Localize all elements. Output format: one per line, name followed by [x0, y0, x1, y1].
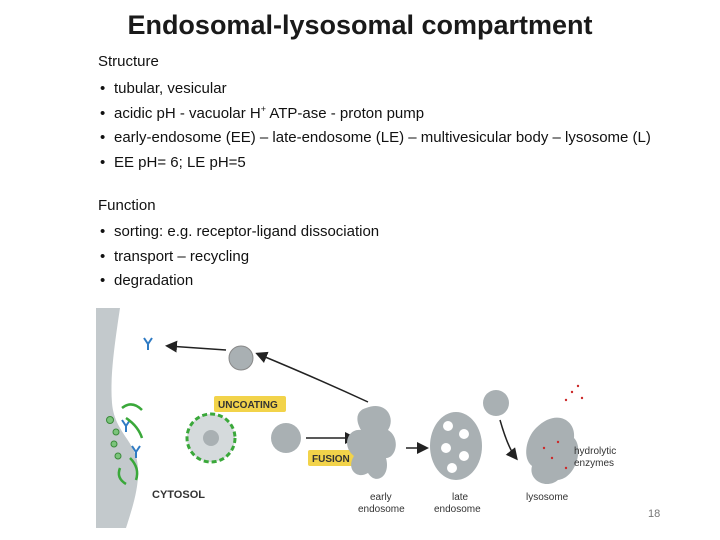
structure-bullet-4: EE pH= 6; LE pH=5: [98, 151, 651, 176]
hydrolytic-enzyme-icon: [542, 384, 584, 470]
uncoated-vesicle: [271, 423, 301, 453]
early-endosome-label-2: endosome: [358, 504, 405, 515]
endocytosis-figure: UNCOATING FUSION: [96, 308, 676, 528]
fusion-label: FUSION: [312, 454, 350, 465]
page-number: 18: [648, 508, 661, 520]
fusion-label-box: [308, 450, 356, 466]
ligand-icon: [106, 416, 122, 460]
slide-title: Endosomal-lysosomal compartment: [127, 10, 593, 40]
function-bullet-2: transport – recycling: [98, 245, 379, 270]
structure-bullet-1: tubular, vesicular: [98, 77, 651, 102]
early-endosome: [347, 406, 396, 479]
function-bullet-3: degradation: [98, 269, 379, 294]
lysosome-label: lysosome: [526, 492, 569, 503]
cytosol-label: CYTOSOL: [152, 489, 205, 501]
enzyme-vesicle: [483, 390, 509, 416]
enzyme-vesicle-arrow: [499, 419, 518, 461]
late-endosome: [430, 412, 482, 480]
function-bullet-list: sorting: e.g. receptor-ligand dissociati…: [98, 220, 379, 294]
structure-bullet-2: acidic pH - vacuolar H+ ATP-ase - proton…: [98, 102, 651, 127]
late-endosome-label-2: endosome: [434, 504, 481, 515]
function-heading: Function: [98, 197, 156, 214]
early-endosome-label-1: early: [370, 492, 392, 503]
uncoating-label-box: [214, 396, 286, 412]
return-arrow: [255, 351, 369, 403]
structure-heading: Structure: [98, 53, 159, 70]
hydrolytic-enzymes-label-2: enzymes: [574, 458, 614, 469]
hydrolytic-enzymes-label-1: hydrolytic: [574, 446, 616, 457]
recycling-vesicle: [228, 345, 254, 371]
uncoating-label: UNCOATING: [218, 400, 278, 411]
plasma-membrane: [96, 308, 139, 528]
lysosome: [526, 417, 579, 485]
structure-bullet-3: early-endosome (EE) – late-endosome (LE)…: [98, 126, 651, 151]
function-bullet-1: sorting: e.g. receptor-ligand dissociati…: [98, 220, 379, 245]
structure-bullet-list: tubular, vesicular acidic pH - vacuolar …: [98, 77, 651, 175]
recycling-arrow: [165, 340, 227, 353]
late-endosome-label-1: late: [452, 492, 469, 503]
coated-vesicle: [185, 412, 237, 464]
clathrin-coat-icon: [117, 403, 144, 486]
receptor-icon: [121, 337, 153, 458]
endocytosis-diagram: UNCOATING FUSION: [96, 308, 616, 528]
